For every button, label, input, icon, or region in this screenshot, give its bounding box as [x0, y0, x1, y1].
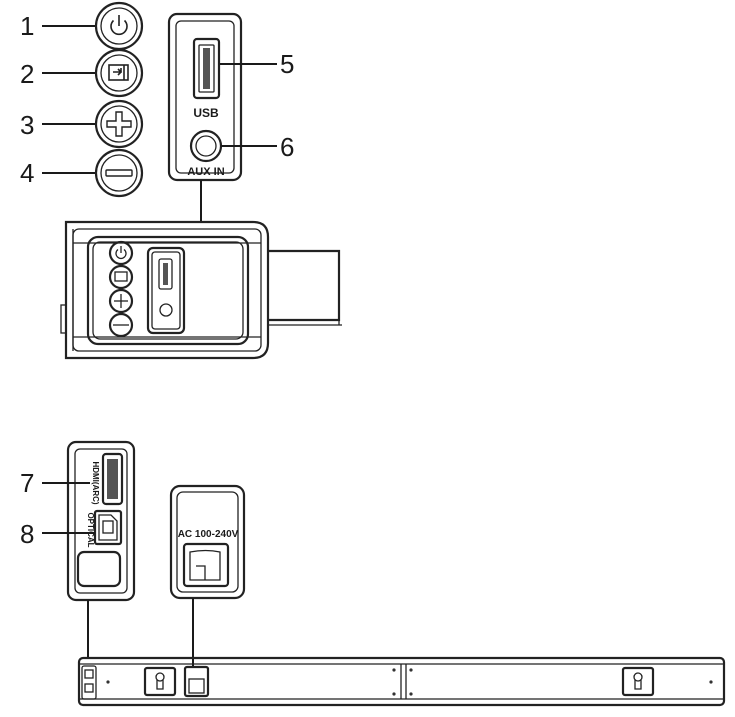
wall-mount-slot-left: [143, 666, 177, 697]
source-button[interactable]: [94, 48, 144, 98]
power-icon: [110, 15, 128, 36]
usb-port[interactable]: [192, 37, 221, 100]
optical-label: OPTICAL: [86, 512, 95, 547]
soundbar-rear-view: [77, 656, 726, 707]
hdmi-optical-panel: HDMI(ARC) OPTICAL 7 8: [20, 440, 136, 658]
power-button[interactable]: [94, 1, 144, 51]
callout-5: 5: [280, 49, 294, 79]
volume-down-button[interactable]: [94, 148, 144, 198]
hdmi-arc-port[interactable]: [101, 452, 124, 506]
callout-7: 7: [20, 468, 34, 498]
mini-plus-button: [108, 288, 134, 314]
hdmi-arc-label: HDMI(ARC): [91, 461, 100, 504]
usb-aux-panel: USB AUX IN 5 6: [167, 12, 294, 222]
callout-1: 1: [20, 11, 34, 41]
keyhole-icon: [155, 672, 165, 690]
soundbar-side-panel: [60, 220, 342, 360]
wall-mount-slot-right: [621, 666, 655, 697]
callout-4: 4: [20, 158, 34, 188]
volume-up-button[interactable]: [94, 99, 144, 149]
keyhole-icon: [633, 672, 643, 690]
source-input-icon: [108, 64, 129, 81]
mini-minus-button: [108, 312, 134, 338]
usb-label: USB: [193, 106, 219, 120]
callout-8: 8: [20, 519, 34, 549]
callout-6: 6: [280, 132, 294, 162]
aux-in-jack[interactable]: [189, 129, 223, 163]
mini-source-button: [108, 264, 134, 290]
callout-2: 2: [20, 59, 34, 89]
aux-in-label: AUX IN: [187, 166, 224, 178]
ac-input-label: AC 100-240V: [178, 529, 239, 540]
callout-3: 3: [20, 110, 34, 140]
plus-icon: [106, 111, 132, 137]
button-column: 1 2 3: [20, 1, 144, 198]
ac-power-panel: AC 100-240V: [169, 484, 246, 668]
mini-power-button: [108, 240, 134, 266]
minus-icon: [105, 169, 133, 177]
ac-power-socket[interactable]: [182, 542, 230, 588]
optical-port[interactable]: [93, 509, 123, 546]
